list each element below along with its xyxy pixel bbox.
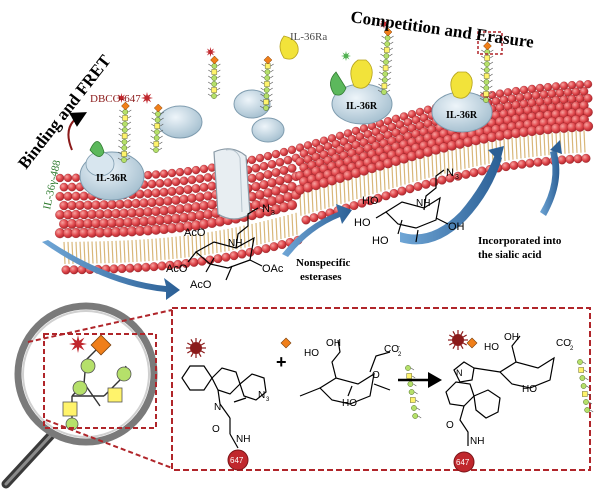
- chem-n3-sia: N: [258, 390, 265, 401]
- zoom-line-top: [27, 309, 173, 343]
- chem-ho-3: HO: [372, 235, 389, 247]
- dye-sun-icon-2: [448, 330, 468, 350]
- cell-membrane: [54, 80, 594, 275]
- zoomed-glycan: [62, 334, 132, 431]
- process-arrows: [42, 140, 562, 300]
- il36ra-floating: [279, 35, 299, 60]
- erasure-box: [477, 31, 503, 55]
- chem-o-dbco: O: [212, 424, 220, 435]
- lipid-tails: [63, 130, 586, 264]
- chem-subscript-3b: 3: [455, 174, 459, 181]
- glycan-chains: [116, 19, 494, 163]
- arrow-icon-4: [540, 150, 560, 216]
- chem-n3-1: N: [262, 203, 270, 215]
- chem-ho-2: HO: [354, 217, 371, 229]
- esterase-label-1: Nonspecific: [296, 257, 351, 269]
- chem-aco-1: AcO: [184, 227, 206, 239]
- dye-647-label-1: 647: [230, 456, 244, 465]
- dye-sun-icon-1: [186, 338, 206, 358]
- fret-arrow-icon: [67, 112, 87, 151]
- dye-647-badge-1: [227, 449, 249, 471]
- il36ra-ligand: [350, 59, 373, 89]
- plus-sign: +: [276, 352, 287, 372]
- glycan-tail-2: [577, 359, 594, 413]
- product-structure: N HO OH HO CO - 2 NH O 647: [445, 330, 574, 473]
- il36r-label-3: IL-36R: [446, 110, 478, 121]
- receptor-4: [330, 59, 393, 125]
- chem-co2-superscript-sia: -: [398, 344, 400, 350]
- magnifying-glass-icon: [1, 302, 158, 489]
- il36r-label-2: IL-36R: [346, 101, 378, 112]
- chem-co2-prod: CO: [556, 338, 571, 349]
- chem-oh-sia: OH: [326, 338, 341, 349]
- chem-co2-superscript-prod: -: [570, 338, 572, 344]
- il36ra-label: IL-36Ra: [290, 31, 327, 43]
- arrow-icon-2: [282, 204, 352, 257]
- chem-nh-1: NH: [228, 238, 242, 249]
- receptor-1: [79, 141, 145, 201]
- chem-oac: OAc: [262, 263, 284, 275]
- title-competition-erasure: Competition and Erasure: [349, 7, 535, 52]
- dbco-reagent: N O NH 647: [181, 338, 267, 471]
- chem-aco-3: AcO: [190, 279, 212, 291]
- chem-co2-subscript-prod: 2: [570, 346, 574, 352]
- il36y-label: IL-36γ-488: [41, 159, 63, 211]
- il36r-label-1: IL-36R: [96, 173, 128, 184]
- chem-n-dbco: N: [214, 402, 221, 413]
- chem-nh-prod: NH: [470, 436, 484, 447]
- chem-o-prod: O: [446, 420, 454, 431]
- reaction-arrowhead-icon: [428, 372, 442, 388]
- chem-aco-2: AcO: [166, 263, 188, 275]
- chem-ho-1: HO: [362, 195, 379, 207]
- chem-subscript-3a: 3: [271, 210, 275, 217]
- chem-ho-prod-2: HO: [522, 384, 537, 395]
- lens-dashed-box: [43, 333, 157, 429]
- lipid-heads: [54, 80, 594, 275]
- chem-n3-2: N: [446, 167, 454, 179]
- chem-co2-subscript-sia: 2: [398, 352, 402, 358]
- chem-subscript-3c: 3: [266, 397, 270, 403]
- reaction-box: [171, 307, 591, 471]
- ac4mannaz-structure: [187, 207, 263, 281]
- chem-nh-2: NH: [416, 198, 430, 209]
- chem-oh: OH: [448, 221, 465, 233]
- mannaz-structure: [375, 169, 449, 243]
- chem-co2-sia: CO: [384, 344, 399, 355]
- dye-647-badge-2: [453, 451, 475, 473]
- receptor-2: [157, 105, 203, 139]
- membrane-channel: [213, 148, 251, 220]
- receptor-5: [431, 71, 493, 133]
- il36y-ligand: [89, 141, 105, 157]
- chem-ho-sia-1: HO: [304, 348, 319, 359]
- receptor-3: [233, 89, 285, 143]
- incorporated-label-1: Incorporated into: [478, 235, 562, 247]
- esterase-label-2: esterases: [300, 271, 342, 283]
- dbco-label: DBCO-647: [90, 93, 141, 105]
- chem-ho-prod: HO: [484, 342, 499, 353]
- chem-ho-sia-2: HO: [342, 398, 357, 409]
- azido-sialic-acid: HO OH N 3 HO CO - 2 O: [258, 337, 402, 409]
- sialic-diamond-icon-2: [466, 337, 478, 349]
- chem-o-sia: O: [372, 370, 380, 381]
- dye-647-label-2: 647: [456, 458, 470, 467]
- sialic-diamond-icon-1: [280, 337, 292, 349]
- zoom-line-bottom: [45, 419, 173, 469]
- incorporated-label-2: the sialic acid: [478, 249, 542, 261]
- chem-oh-prod: OH: [504, 332, 519, 343]
- arrow-icon-1: [42, 240, 180, 300]
- glycan-tail-1: [405, 365, 422, 419]
- chem-nh-dbco: NH: [236, 434, 250, 445]
- arrow-icon-3: [400, 152, 502, 245]
- chem-n-prod: N: [456, 368, 463, 378]
